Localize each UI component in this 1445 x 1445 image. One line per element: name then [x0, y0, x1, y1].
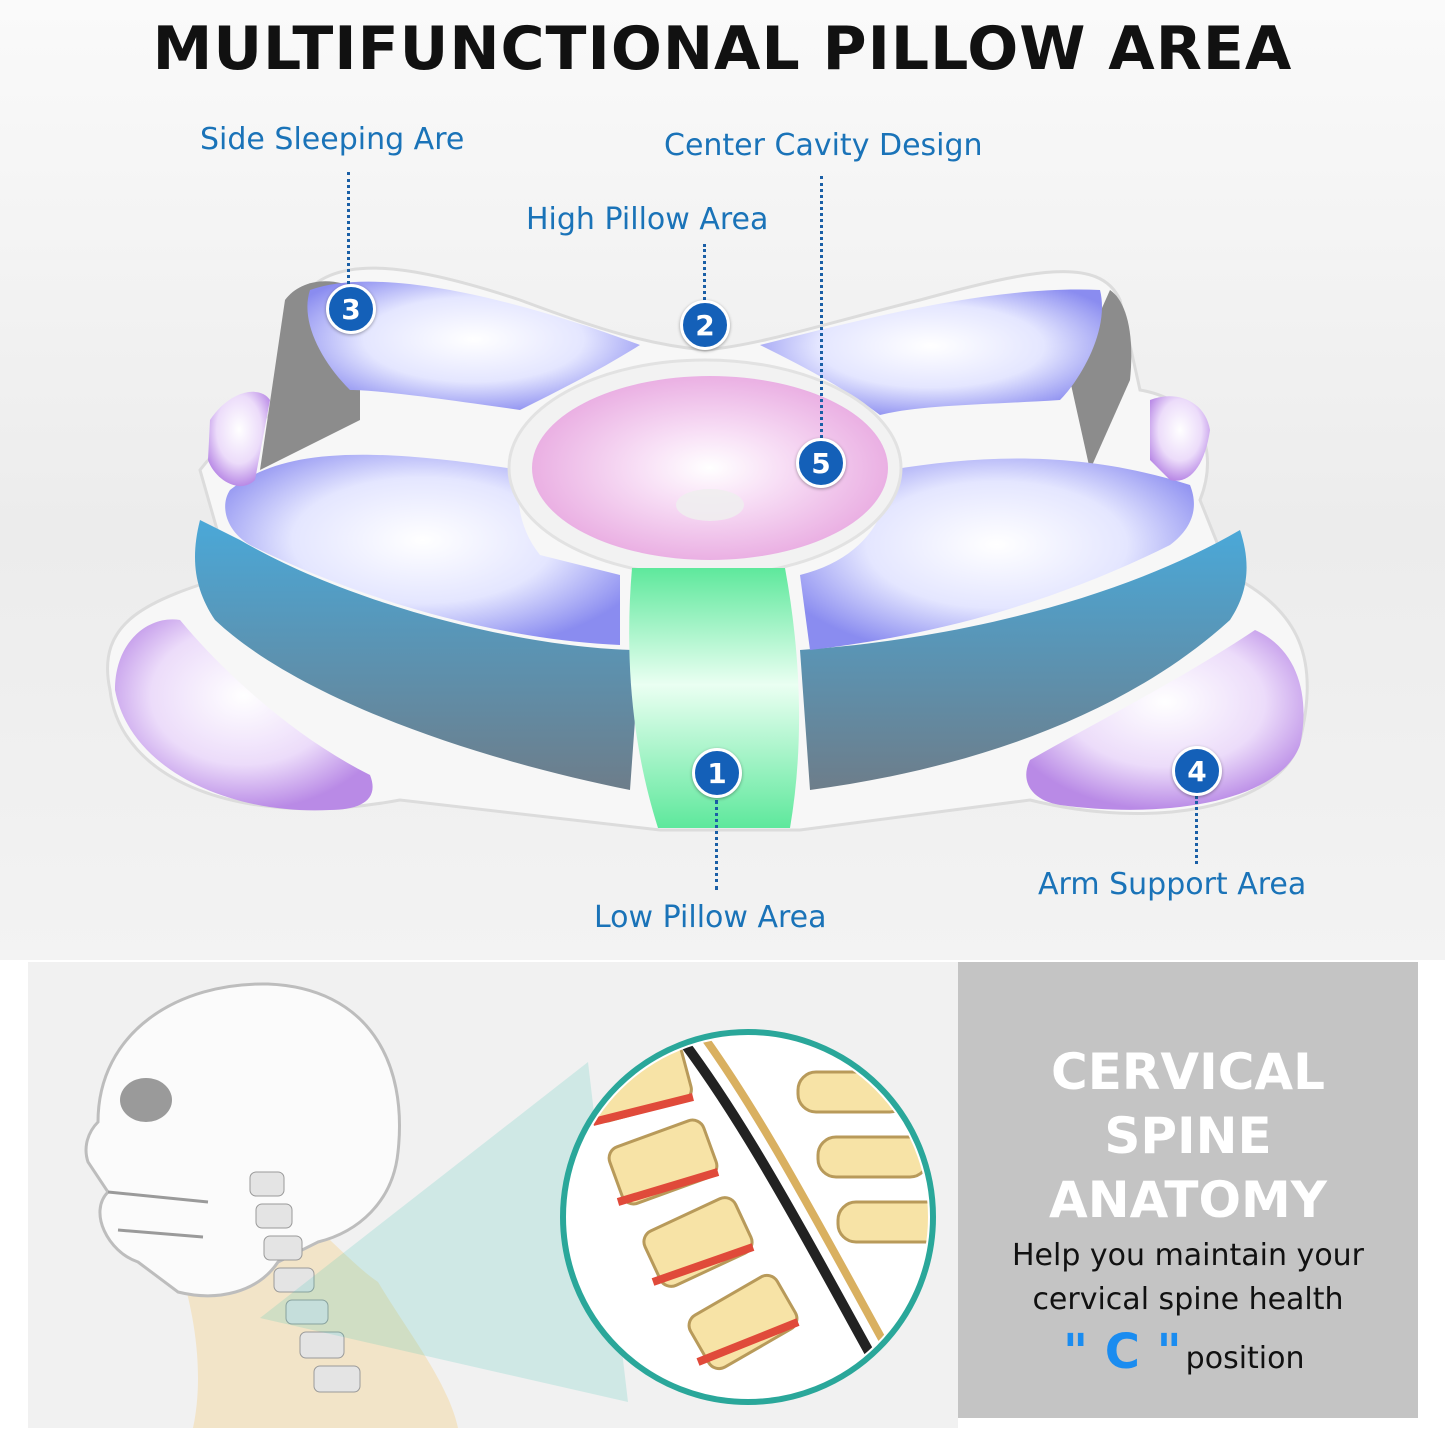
- vertebra: [255, 1203, 293, 1229]
- anatomy-illustration-area: [28, 962, 958, 1428]
- side-zone-front-right: [800, 458, 1194, 650]
- leader-side: [347, 172, 350, 284]
- c-word: position: [1185, 1341, 1305, 1376]
- zoom-process: [816, 1135, 928, 1179]
- panel-body-line-2: cervical spine health: [1032, 1282, 1344, 1317]
- center-cavity-dimple: [676, 489, 744, 521]
- panel-body-line-1: Help you maintain your: [1011, 1238, 1365, 1273]
- pillow-wall-back-right: [1070, 290, 1132, 470]
- vertebra: [285, 1299, 329, 1325]
- arm-zone-back-right: [1150, 396, 1210, 481]
- vertebra: [273, 1267, 315, 1293]
- c-mark: " C ": [1063, 1324, 1182, 1380]
- jaw-teeth: [107, 1190, 209, 1204]
- pillow-diagram-section: MULTIFUNCTIONAL PILLOW AREA: [0, 0, 1445, 960]
- vertebra: [299, 1331, 345, 1359]
- zoom-vertebra: [642, 1196, 754, 1288]
- side-zone-back-right: [760, 289, 1102, 415]
- magnifier-cone: [260, 1062, 628, 1402]
- panel-title-line-3: ANATOMY: [1049, 1171, 1327, 1229]
- skull: [84, 982, 401, 1298]
- side-zone-back-left: [307, 281, 640, 410]
- center-cavity-zone: [532, 376, 888, 560]
- badge-1: 1: [692, 748, 742, 798]
- label-high-pillow: High Pillow Area: [526, 202, 769, 237]
- pillow-wall-front-left: [195, 520, 640, 790]
- vertebra: [263, 1235, 303, 1261]
- label-low-pillow: Low Pillow Area: [594, 900, 827, 935]
- label-side-sleeping: Side Sleeping Are: [200, 122, 465, 157]
- badge-2: 2: [680, 300, 730, 350]
- arm-zone-front-right: [1026, 630, 1304, 810]
- leader-low: [715, 800, 718, 890]
- leader-center: [820, 176, 823, 438]
- inflamed-disc: [696, 1318, 800, 1366]
- skull-spine-illustration: [84, 982, 936, 1428]
- inflamed-disc: [592, 1093, 694, 1126]
- badge-4: 4: [1172, 746, 1222, 796]
- label-arm-support: Arm Support Area: [1038, 867, 1307, 902]
- cervical-info-panel: CERVICAL SPINE ANATOMY Help you maintain…: [958, 962, 1418, 1418]
- panel-body: Help you maintain your cervical spine he…: [958, 1234, 1418, 1322]
- jaw-teeth-lower: [117, 1228, 204, 1239]
- pillow-wall-front-right: [800, 530, 1247, 790]
- zoom-process: [836, 1200, 928, 1244]
- leader-high: [703, 244, 706, 300]
- low-zone: [629, 568, 800, 828]
- arm-zone-back-left: [208, 391, 270, 487]
- vertebra: [313, 1365, 361, 1393]
- inflamed-disc: [616, 1168, 720, 1206]
- zoom-vertebra: [687, 1273, 799, 1371]
- leader-arm: [1195, 796, 1198, 864]
- badge-3: 3: [326, 284, 376, 334]
- c-position: " C "position: [1063, 1324, 1383, 1380]
- side-zone-front-left: [225, 454, 620, 645]
- arm-zone-front-left: [115, 619, 373, 811]
- label-center-cavity: Center Cavity Design: [664, 128, 983, 163]
- panel-title-line-2: SPINE: [1104, 1107, 1272, 1165]
- pillow-illustration: [106, 266, 1309, 832]
- vertebra: [249, 1171, 285, 1197]
- eye-socket: [120, 1078, 172, 1122]
- badge-5: 5: [796, 438, 846, 488]
- page-title: MULTIFUNCTIONAL PILLOW AREA: [152, 14, 1293, 84]
- inflamed-disc: [651, 1243, 755, 1286]
- panel-title: CERVICAL SPINE ANATOMY: [958, 1040, 1418, 1232]
- panel-title-line-1: CERVICAL: [1051, 1043, 1325, 1101]
